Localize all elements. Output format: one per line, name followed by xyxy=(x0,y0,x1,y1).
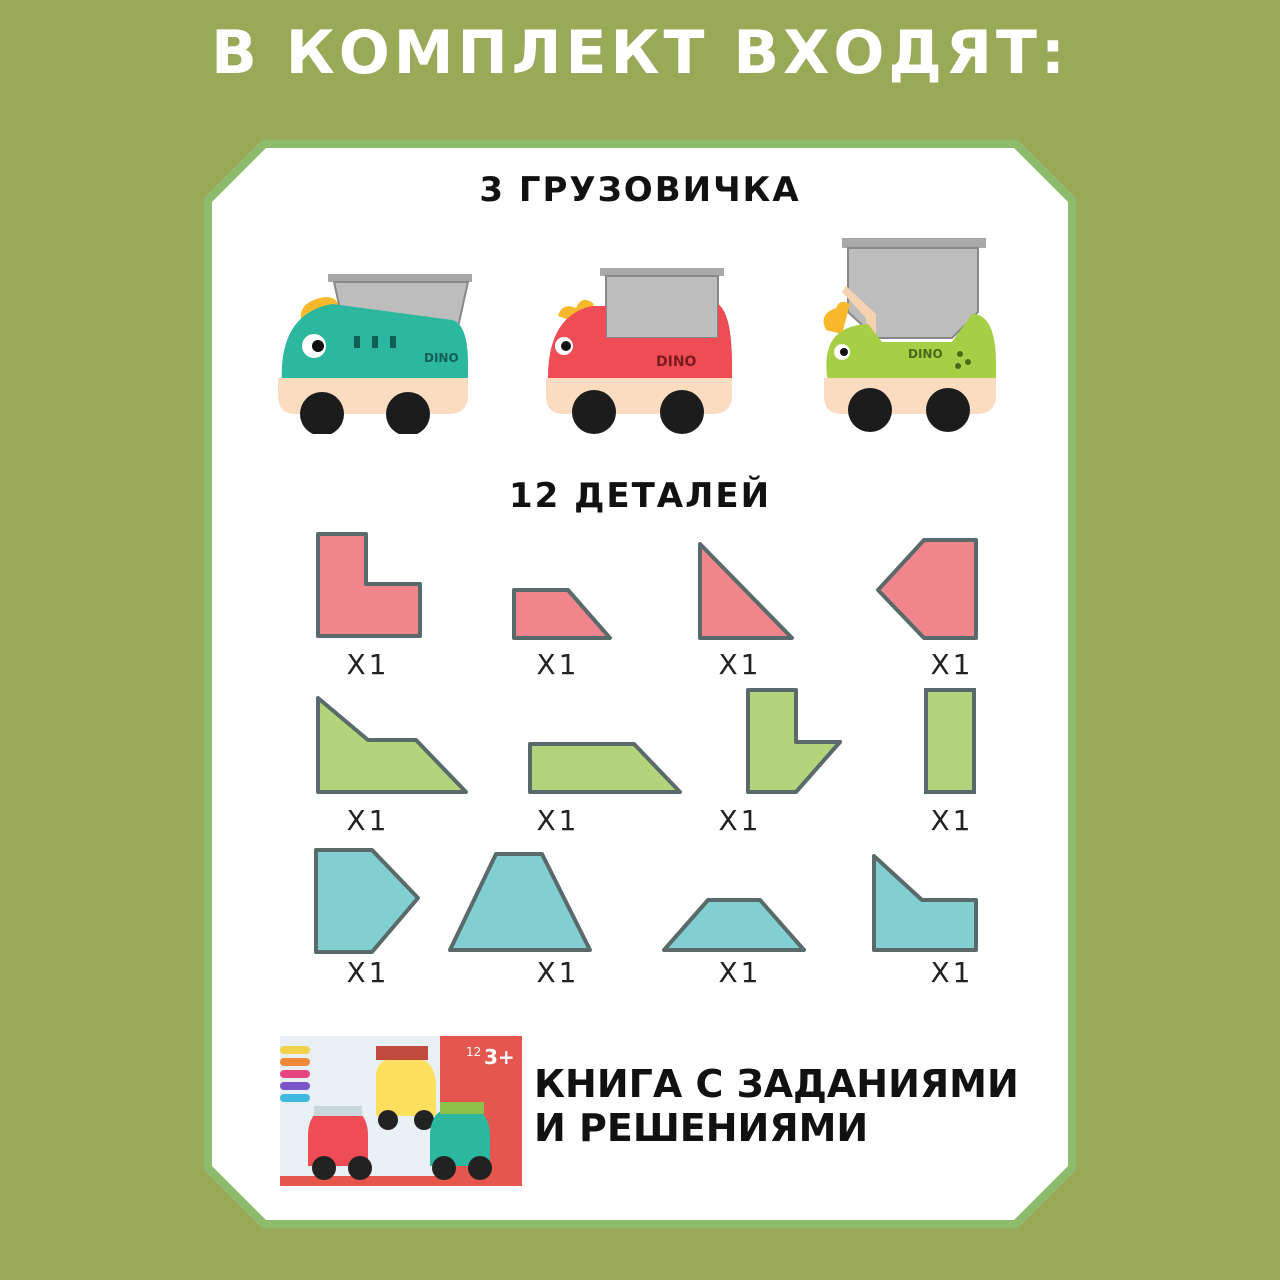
book-title-text: КНИГА С ЗАДАНИЯМИ И РЕШЕНИЯМИ xyxy=(534,1062,1019,1150)
trucks-title: 3 ГРУЗОВИЧКА xyxy=(479,170,801,210)
piece-qty: X1 xyxy=(536,804,580,837)
piece-blue-triangle xyxy=(448,852,592,952)
book-image: 12 3+ xyxy=(280,1036,522,1186)
piece-green-parallelogram xyxy=(528,742,682,794)
piece-qty: X1 xyxy=(930,804,974,837)
piece-pink-trapezoid xyxy=(512,588,612,640)
book-title: КНИГА С ЗАДАНИЯМИ И РЕШЕНИЯМИ xyxy=(534,1062,1054,1150)
piece-qty: X1 xyxy=(930,956,974,989)
piece-qty: X1 xyxy=(718,648,762,681)
truck-teal: DINO xyxy=(278,274,472,434)
pieces-title: 12 ДЕТАЛЕЙ xyxy=(508,476,772,516)
piece-blue-trapezoid xyxy=(662,898,806,952)
piece-qty: X1 xyxy=(346,804,390,837)
piece-qty: X1 xyxy=(346,956,390,989)
book-badge-age: 3+ xyxy=(484,1045,515,1069)
piece-pink-l xyxy=(316,532,422,638)
truck-green-label: DINO xyxy=(908,347,943,361)
piece-blue-wedge xyxy=(872,854,978,952)
piece-pink-pentagon xyxy=(876,538,978,640)
piece-qty: X1 xyxy=(930,648,974,681)
truck-green: DINO xyxy=(823,238,996,432)
piece-qty: X1 xyxy=(718,804,762,837)
headline: В КОМПЛЕКТ ВХОДЯТ: xyxy=(211,18,1069,88)
piece-qty: X1 xyxy=(718,956,762,989)
contents-card: 3 ГРУЗОВИЧКА DINO DINO DINO xyxy=(200,136,1080,1232)
book-badge-count: 12 xyxy=(466,1045,481,1059)
truck-teal-label: DINO xyxy=(424,351,459,365)
piece-green-l xyxy=(746,688,842,794)
piece-qty: X1 xyxy=(346,648,390,681)
piece-green-bar xyxy=(924,688,976,794)
piece-green-wedge xyxy=(316,696,468,794)
truck-red-label: DINO xyxy=(656,354,697,370)
truck-red: DINO xyxy=(546,268,732,434)
piece-blue-pentagon xyxy=(314,848,420,954)
piece-qty: X1 xyxy=(536,956,580,989)
piece-qty: X1 xyxy=(536,648,580,681)
piece-pink-triangle xyxy=(698,542,794,640)
book-cover-illustration: 12 3+ xyxy=(280,1036,522,1186)
